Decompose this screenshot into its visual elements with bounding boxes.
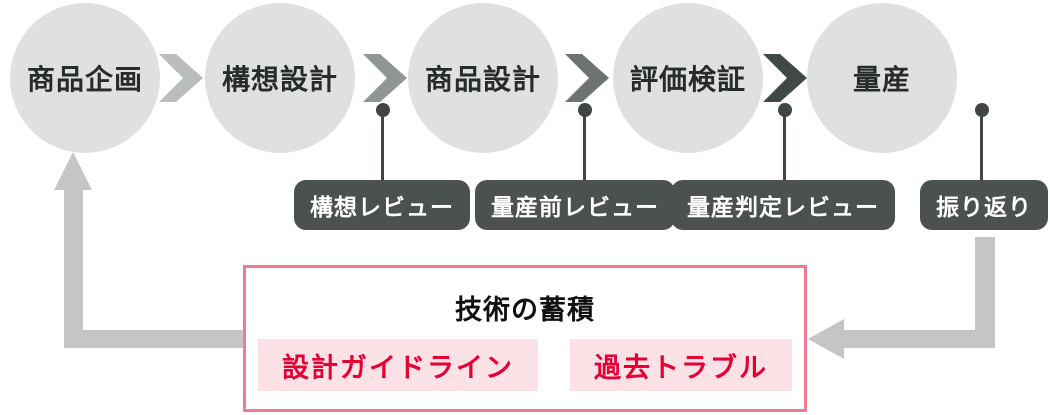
knowledge-chip-row: 設計ガイドライン 過去トラブル — [246, 339, 804, 391]
chevron-right-icon — [565, 54, 609, 102]
review-pill-mass-production-judgment-review: 量産判定レビュー — [671, 180, 895, 230]
review-pill-retrospective: 振り返り — [920, 180, 1048, 230]
connector-line — [381, 110, 384, 180]
step-circle-evaluation-verification: 評価検証 — [613, 3, 763, 153]
step-circle-product-planning: 商品企画 — [10, 3, 160, 153]
knowledge-chip-label: 過去トラブル — [594, 352, 768, 383]
step-label: 商品企画 — [26, 64, 143, 95]
step-label: 商品設計 — [424, 64, 541, 95]
review-pill-label: 構想レビュー — [310, 194, 454, 220]
connector-dot — [376, 103, 390, 117]
connector-line — [783, 110, 786, 180]
step-circle-product-design: 商品設計 — [408, 3, 558, 153]
step-circle-concept-design: 構想設計 — [205, 3, 355, 153]
connector-dot — [578, 103, 592, 117]
step-label: 量産 — [852, 64, 911, 95]
knowledge-chip-label: 設計ガイドライン — [282, 352, 514, 383]
connector-dot — [975, 103, 989, 117]
review-pill-label: 量産判定レビュー — [687, 194, 879, 220]
feedback-arrow-up-icon — [54, 152, 92, 190]
chevron-right-icon — [363, 54, 407, 102]
review-pill-concept-review: 構想レビュー — [294, 180, 470, 230]
review-pill-label: 量産前レビュー — [491, 194, 659, 220]
knowledge-accumulation-box: 技術の蓄積 設計ガイドライン 過去トラブル — [243, 265, 807, 412]
feedback-line-right-horizontal — [844, 330, 995, 348]
step-label: 構想設計 — [221, 64, 338, 95]
chevron-right-icon — [763, 54, 807, 102]
review-pill-pre-mass-production-review: 量産前レビュー — [475, 180, 675, 230]
knowledge-chip-design-guidelines: 設計ガイドライン — [258, 339, 538, 391]
step-label: 評価検証 — [629, 64, 746, 95]
chevron-right-icon — [159, 54, 203, 102]
feedback-line-left-vertical — [64, 186, 83, 348]
knowledge-chip-past-troubles: 過去トラブル — [570, 339, 792, 391]
feedback-line-left-horizontal — [64, 330, 243, 348]
feedback-arrow-left-icon — [808, 319, 844, 359]
connector-line — [583, 110, 586, 180]
connector-line — [980, 110, 983, 180]
feedback-line-right-vertical — [975, 237, 995, 348]
review-pill-label: 振り返り — [936, 194, 1032, 220]
connector-dot — [778, 103, 792, 117]
step-circle-mass-production: 量産 — [807, 3, 957, 153]
knowledge-box-title: 技術の蓄積 — [455, 295, 595, 325]
